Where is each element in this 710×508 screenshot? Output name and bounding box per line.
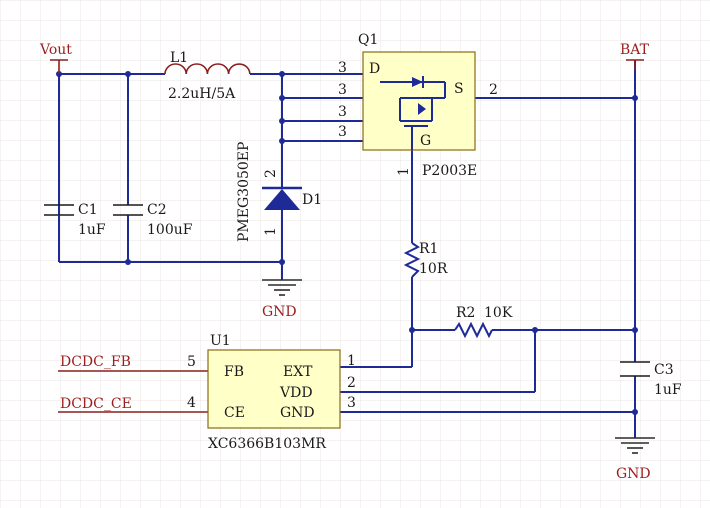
q1-pin-d: D [369, 61, 380, 77]
c3-ref: C3 [654, 362, 674, 378]
q1-part: P2003E [422, 163, 477, 179]
junction-dot [279, 95, 285, 101]
gnd-label-right: GND [616, 466, 651, 482]
capacitor-c3: C3 1uF [620, 361, 682, 398]
d1-ref: D1 [302, 192, 322, 208]
junction-dot [279, 118, 285, 124]
junction-dot [125, 71, 131, 77]
mosfet-q1: Q1 P2003E D S G 3 3 3 3 2 1 [338, 32, 498, 179]
junction-dot [632, 327, 638, 333]
u1-pin-vdd: VDD [279, 385, 313, 401]
c3-value: 1uF [654, 382, 682, 398]
u1-part: XC6366B103MR [208, 436, 326, 452]
diode-d1: D1 PMEG3050EP 2 1 [236, 142, 322, 242]
d1-pin-b: 1 [263, 227, 279, 236]
junction-dot [632, 95, 638, 101]
c1-value: 1uF [78, 222, 106, 238]
gnd-label-left: GND [262, 304, 297, 320]
junction-dot [532, 327, 538, 333]
u1-num-ce: 4 [187, 395, 196, 411]
c1-ref: C1 [78, 202, 98, 218]
l1-ref: L1 [170, 50, 188, 66]
d1-pin-a: 2 [263, 169, 279, 178]
q1-pin-num-d1: 3 [338, 60, 347, 76]
u1-pin-ce: CE [224, 405, 245, 421]
ground-symbol-left: GND [262, 279, 302, 320]
capacitor-c1: C1 1uF [44, 202, 106, 262]
vout-port: Vout [39, 42, 72, 74]
q1-body [362, 51, 476, 151]
junction-dot [632, 409, 638, 415]
q1-channel-arrow [418, 103, 426, 115]
q1-pin-g: G [420, 133, 431, 149]
resistor-r2: R2 10K [454, 305, 513, 339]
inductor-l1: L1 2.2uH/5A [164, 50, 251, 102]
bat-label: BAT [620, 42, 650, 58]
d1-part: PMEG3050EP [236, 142, 252, 242]
ground-symbol-right: GND [615, 437, 655, 482]
junction-dot [279, 71, 285, 77]
q1-pin-num-s: 2 [489, 82, 498, 98]
q1-pin-num-d3: 3 [338, 104, 347, 120]
diode-icon [264, 189, 300, 210]
junction-dot [279, 138, 285, 144]
r2-ref: R2 [456, 305, 475, 321]
junction-dot [125, 259, 131, 265]
dcdc-ce-label: DCDC_CE [60, 396, 132, 412]
q1-pin-num-d4: 3 [338, 124, 347, 140]
u1-body [207, 349, 341, 429]
q1-pin-s: S [454, 81, 464, 97]
u1-num-gnd: 3 [347, 395, 356, 411]
junction-dot [409, 327, 415, 333]
capacitor-c2: C2 100uF [113, 202, 193, 238]
resistor-icon [403, 242, 421, 278]
resistor-r1: R1 10R [403, 241, 448, 278]
r2-value: 10K [484, 305, 513, 321]
r1-value: 10R [419, 261, 448, 277]
q1-ref: Q1 [358, 32, 378, 48]
u1-ref: U1 [210, 333, 231, 349]
vout-label: Vout [39, 42, 72, 58]
resistor-icon [454, 321, 493, 339]
inductor-coil-icon [164, 63, 251, 75]
ic-u1: U1 XC6366B103MR FB CE EXT VDD GND 5 4 1 … [187, 333, 356, 452]
c2-ref: C2 [147, 202, 167, 218]
dcdc-fb-label: DCDC_FB [60, 354, 131, 370]
u1-num-fb: 5 [187, 354, 196, 370]
c2-value: 100uF [147, 222, 193, 238]
u1-pin-gnd: GND [280, 405, 315, 421]
u1-pin-fb: FB [224, 364, 244, 380]
u1-pin-ext: EXT [283, 364, 313, 380]
q1-body-diode-arrow [412, 77, 423, 87]
u1-num-vdd: 2 [347, 375, 356, 391]
junction-dot [279, 259, 285, 265]
l1-value: 2.2uH/5A [168, 86, 236, 102]
bat-port: BAT [620, 42, 650, 70]
mosfet-icon [380, 76, 446, 150]
r1-ref: R1 [419, 241, 438, 257]
q1-pin-num-g: 1 [396, 167, 412, 176]
u1-num-ext: 1 [347, 353, 356, 369]
q1-pin-num-d2: 3 [338, 82, 347, 98]
